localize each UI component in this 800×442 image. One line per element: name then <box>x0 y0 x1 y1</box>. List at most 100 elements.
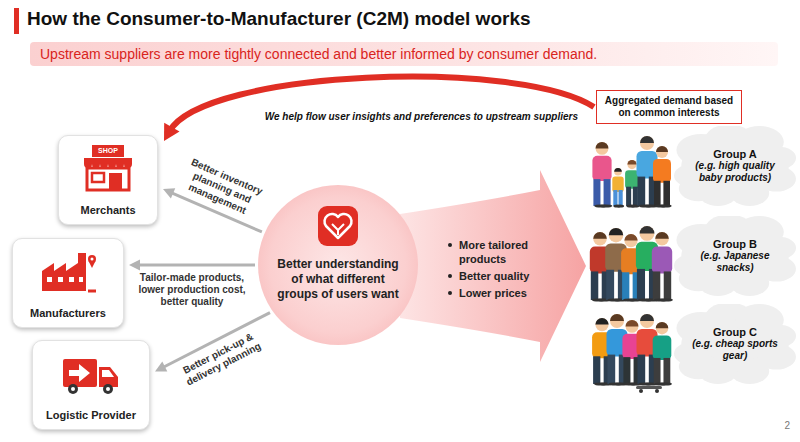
person-leg <box>623 357 630 384</box>
connector-label: Tailor-made products, lower production c… <box>126 272 258 308</box>
group-name: Group B <box>713 238 757 250</box>
person-head <box>595 318 608 331</box>
person-leg <box>633 187 638 206</box>
group-name: Group A <box>713 148 757 160</box>
group-example: (e.g. cheap sports gear) <box>690 338 780 362</box>
bullet-row: Better quality <box>448 269 546 283</box>
connector-label: Better inventory planning and management <box>176 154 269 221</box>
connector <box>164 77 594 141</box>
icon-part <box>102 370 114 377</box>
supplier-box: Manufacturers <box>12 238 124 328</box>
person-body <box>653 335 672 360</box>
icon-part <box>79 277 83 282</box>
person-leg <box>608 355 616 384</box>
arrow-head <box>129 260 140 271</box>
person-leg <box>663 181 670 206</box>
person-leg <box>606 270 614 300</box>
bullet-dot <box>448 243 452 247</box>
icon-part <box>99 367 118 387</box>
bullet-dot <box>448 291 452 295</box>
person-head <box>626 320 639 333</box>
person-head <box>656 322 668 334</box>
bullet-row: Lower prices <box>448 286 546 300</box>
group-example: (e.g. Japanese snacks) <box>690 250 780 274</box>
logo-icon <box>317 205 359 247</box>
person-head <box>640 226 655 241</box>
arrow-head <box>164 123 180 141</box>
icon-part <box>679 266 718 292</box>
icon-part <box>325 214 352 238</box>
person-leg <box>663 358 670 384</box>
group-cloud: Group C(e.g. cheap sports gear) <box>674 304 796 384</box>
person-body <box>652 247 672 274</box>
person-leg <box>638 355 646 384</box>
icon-part <box>109 173 122 190</box>
icon-part <box>58 277 63 282</box>
icon-part <box>318 206 358 246</box>
person-shoe <box>659 298 672 301</box>
bullet-row: More tailored products <box>448 238 546 266</box>
person-hair <box>656 146 668 152</box>
person-leg <box>654 181 661 206</box>
person-head <box>655 232 669 246</box>
icon-part <box>89 261 96 268</box>
icon-part <box>71 387 75 391</box>
person-head <box>624 234 637 247</box>
person-leg <box>593 179 600 206</box>
box-label: Manufacturers <box>30 307 106 319</box>
person-hair <box>609 228 623 235</box>
person-hair <box>595 318 608 325</box>
person-leg <box>654 358 661 384</box>
curved-arrow <box>169 77 594 132</box>
box-label: Merchants <box>80 204 135 216</box>
supplier-box: SHOP Merchants <box>58 135 158 225</box>
demand-arrow <box>400 170 586 362</box>
person-head <box>640 136 654 150</box>
person-hair <box>627 160 636 165</box>
group-cloud: Group A(e.g. high quality baby products) <box>674 126 796 206</box>
person-head <box>596 142 609 155</box>
arrow-head <box>163 188 175 198</box>
icon-part <box>92 145 124 157</box>
person-head <box>627 160 636 169</box>
box-text: Aggregated demand based on common intere… <box>602 95 736 119</box>
skateboard <box>636 386 662 389</box>
icon: SHOP <box>78 144 138 192</box>
icon <box>61 349 121 397</box>
person-hair <box>655 232 669 239</box>
person-leg <box>653 271 660 300</box>
person-hair <box>593 232 607 239</box>
person-shoe <box>617 204 625 207</box>
icon-part <box>91 258 94 261</box>
person-body <box>653 159 671 183</box>
icon-part <box>69 277 74 282</box>
person-shoe <box>600 204 613 207</box>
people-illustration <box>590 136 673 393</box>
circle-text: Better understanding of what different g… <box>276 257 400 302</box>
bullet-text: More tailored products <box>459 238 543 266</box>
person-body <box>612 177 623 192</box>
connector-label: Better pick-up & delivery planning <box>169 325 273 394</box>
arrow-head <box>155 362 167 372</box>
bullet-text: Lower prices <box>459 286 543 300</box>
banner: Upstream suppliers are more tightly conn… <box>30 42 778 66</box>
person-head <box>593 232 607 246</box>
icon-part <box>47 277 52 282</box>
person-shoe <box>660 204 672 207</box>
connector-label: We help flow user insights and preferenc… <box>265 111 578 122</box>
person-hair <box>624 234 637 241</box>
person-hair <box>656 322 668 328</box>
icon-part <box>103 384 113 394</box>
icon-part <box>42 253 86 291</box>
title-bar <box>14 8 19 34</box>
person-hair <box>640 226 655 233</box>
person-head <box>614 168 622 176</box>
slide-title: How the Consumer-to-Manufacturer (C2M) m… <box>27 8 531 30</box>
person-body <box>592 156 611 181</box>
icon-part <box>92 173 104 182</box>
icon-part <box>332 224 344 230</box>
connector <box>129 260 255 271</box>
group-cloud: Group B(e.g. Japanese snacks) <box>674 216 796 296</box>
icon-part <box>63 359 97 387</box>
skateboard-wheel <box>655 389 659 393</box>
